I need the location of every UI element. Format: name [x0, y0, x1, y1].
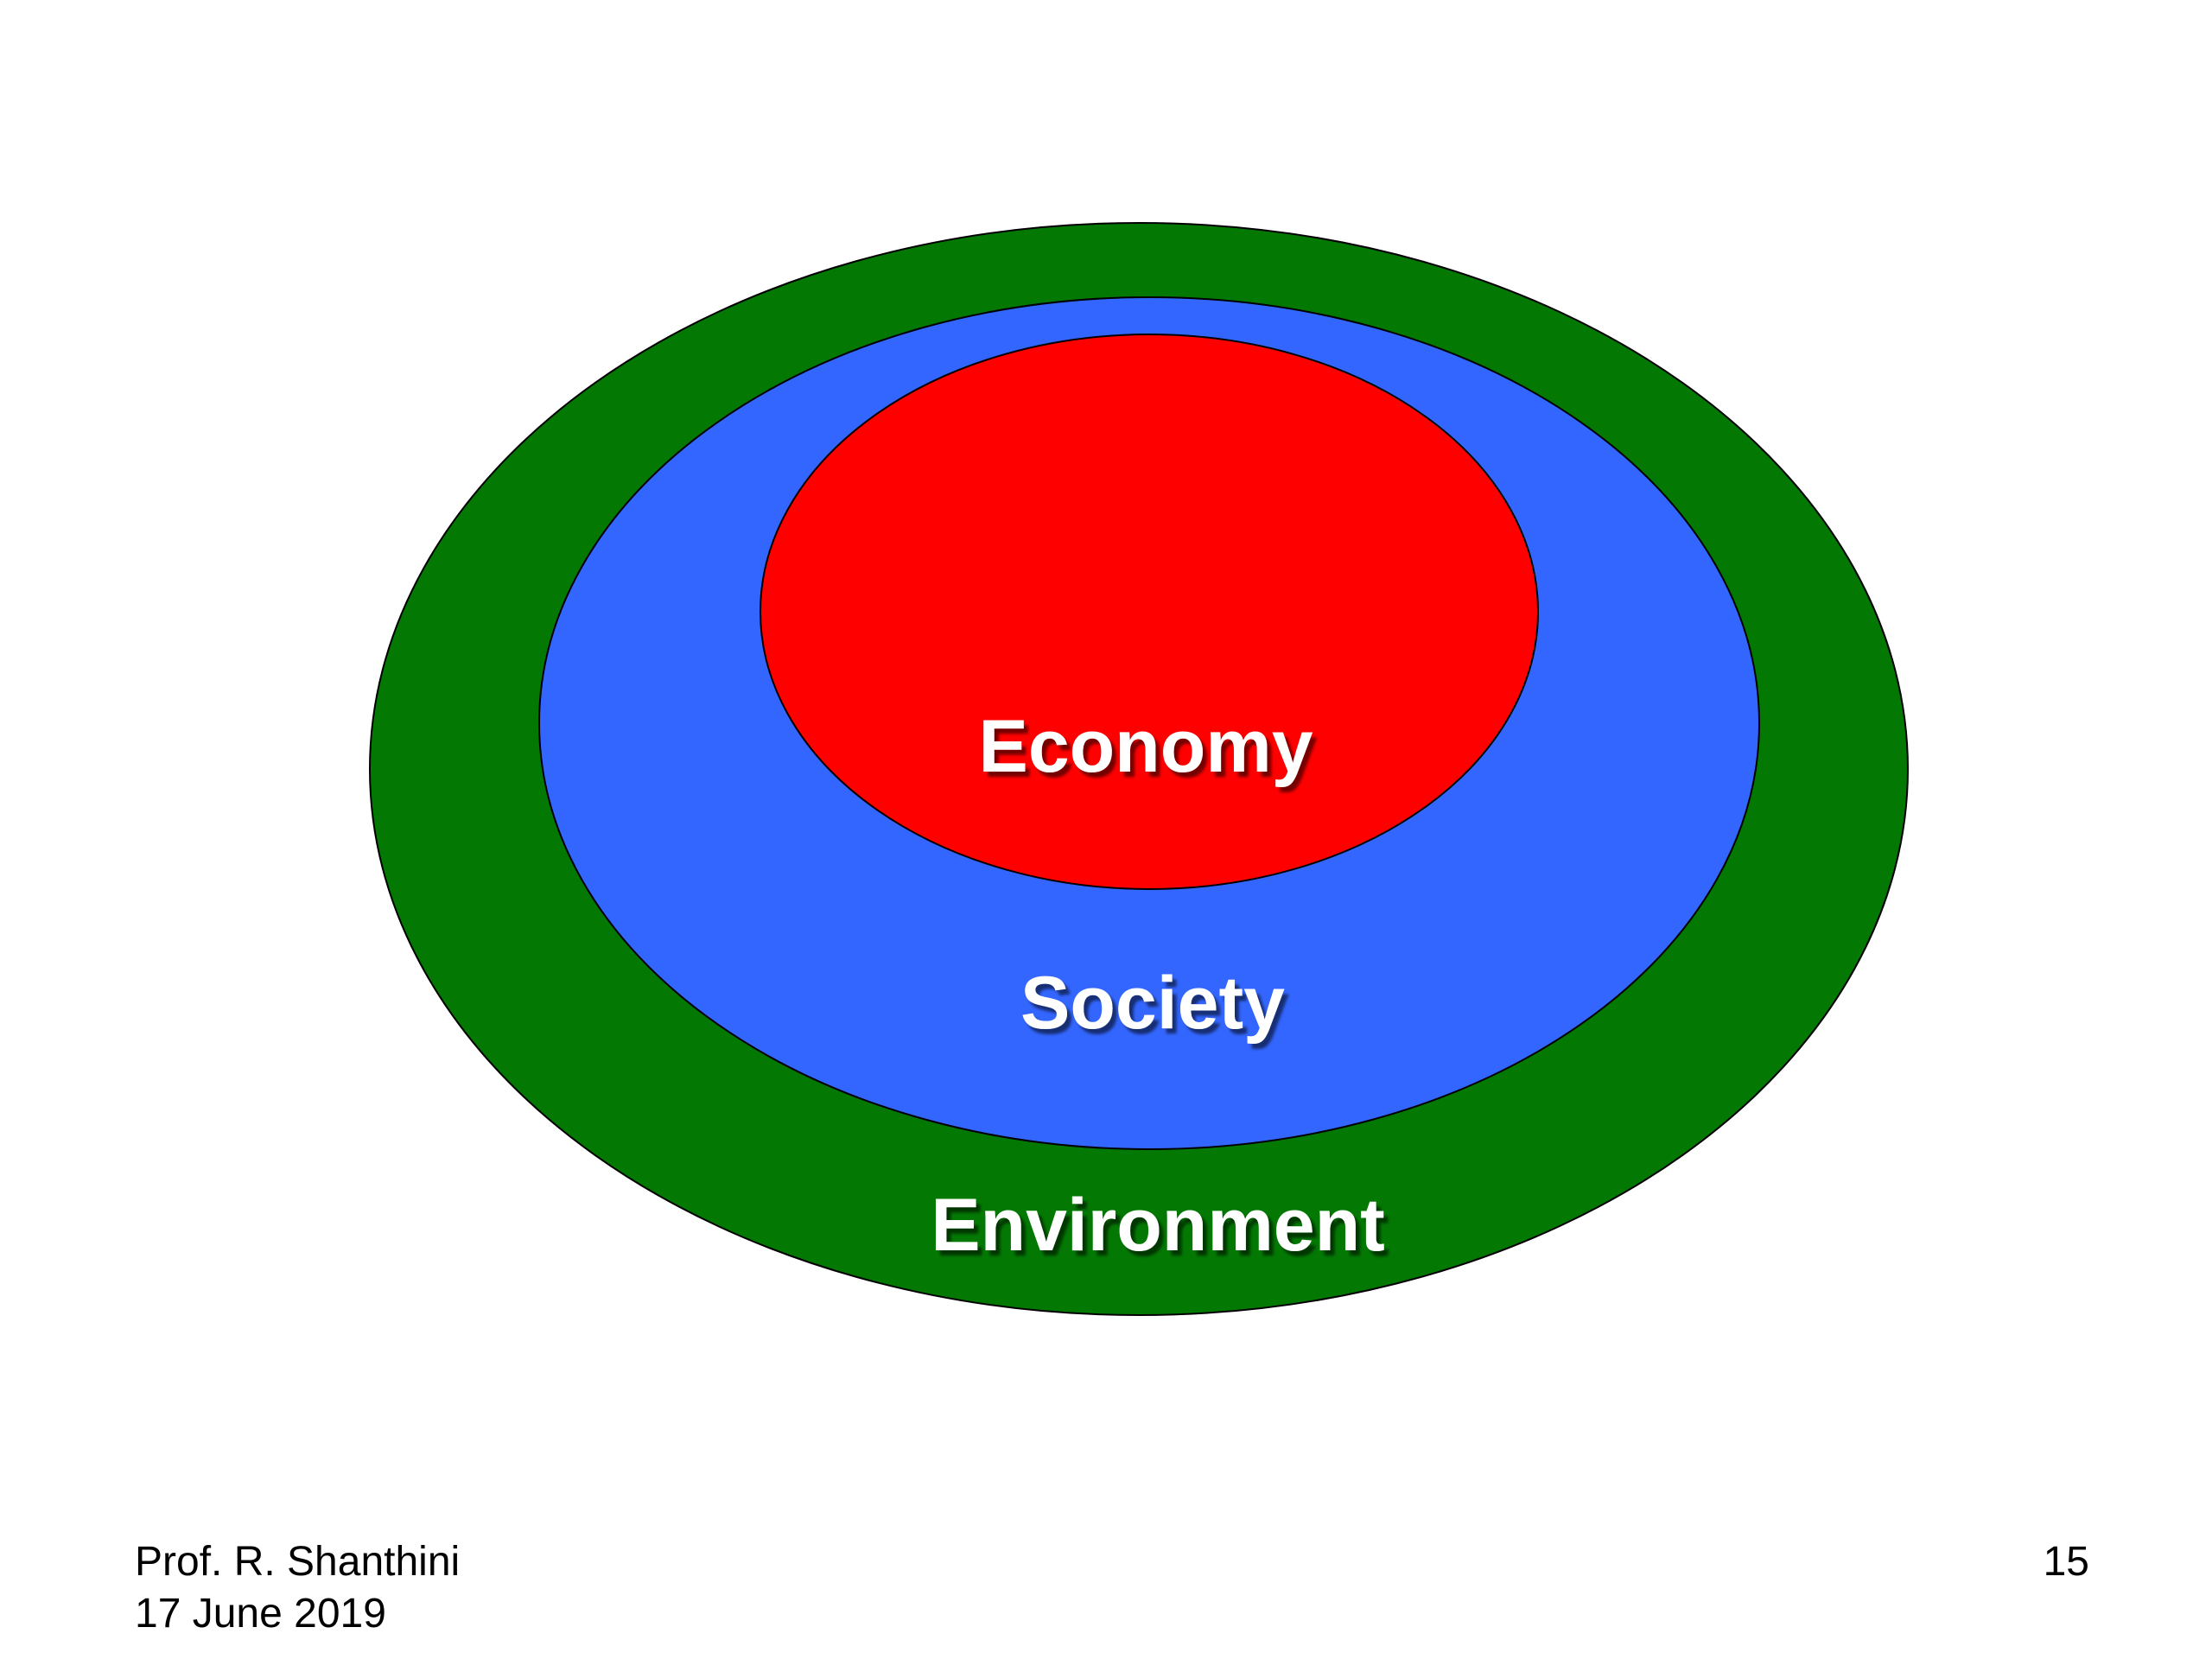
economy-ellipse: [760, 334, 1539, 890]
page-number: 15: [2043, 1539, 2089, 1585]
society-label: Society: [1020, 962, 1285, 1045]
footer-date: 17 June 2019: [135, 1591, 386, 1637]
environment-label: Environment: [931, 1184, 1385, 1267]
economy-label: Economy: [978, 705, 1313, 788]
footer-author: Prof. R. Shanthini: [135, 1539, 461, 1585]
